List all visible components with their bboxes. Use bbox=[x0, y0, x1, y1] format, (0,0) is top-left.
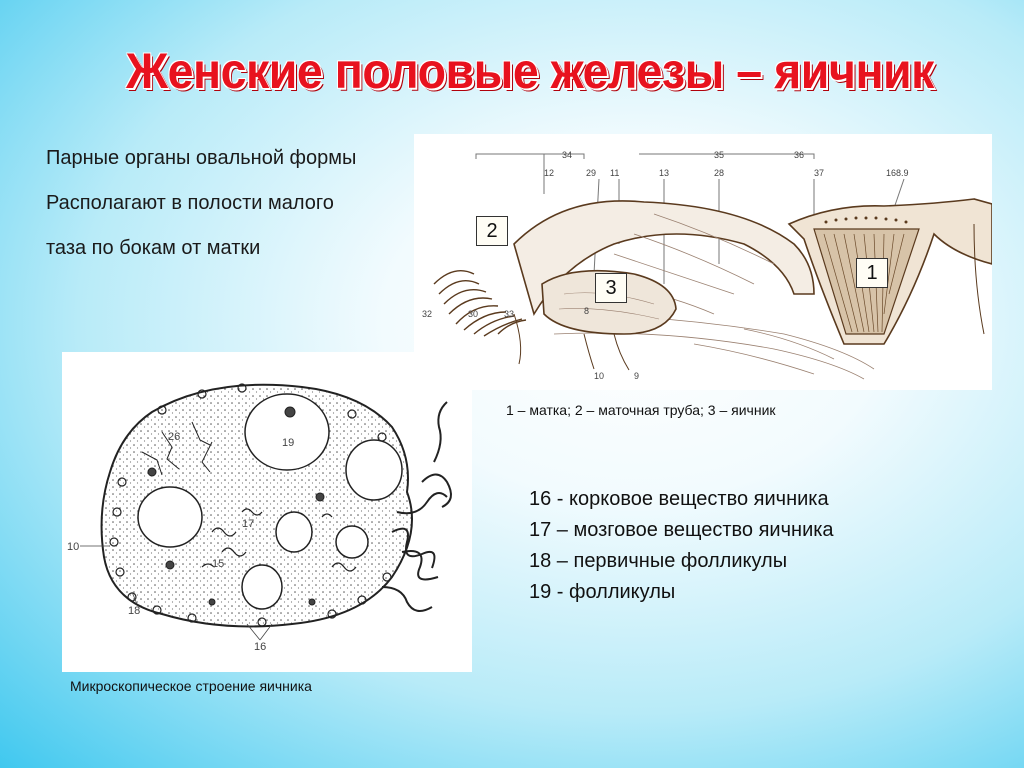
figure-number: 36 bbox=[794, 150, 804, 160]
figure-number: 29 bbox=[586, 168, 596, 178]
figure-number: 15 bbox=[212, 558, 224, 570]
figure-number: 18 bbox=[128, 605, 140, 617]
figure-number: 26 bbox=[168, 431, 180, 443]
figure-number: 37 bbox=[814, 168, 824, 178]
figure-number: 33 bbox=[504, 309, 514, 319]
legend-item: 16 - корковое вещество яичника bbox=[529, 488, 829, 510]
figure-number: 35 bbox=[714, 150, 724, 160]
figure-number: 28 bbox=[714, 168, 724, 178]
figure-number: 9 bbox=[634, 371, 639, 381]
figure-number: 12 bbox=[544, 168, 554, 178]
figure-number: 19 bbox=[282, 437, 294, 449]
intro-text: Парные органы овальной формы Располагают… bbox=[46, 144, 356, 279]
legend-item: 18 – первичные фолликулы bbox=[529, 550, 788, 572]
anatomy-drawing: 34 35 36 12 29 11 13 28 37 168.9 32 30 3… bbox=[422, 150, 992, 381]
figure-number: 11 bbox=[610, 168, 619, 178]
label-uterus: 1 bbox=[856, 258, 888, 288]
figure-number: 32 bbox=[422, 309, 432, 319]
figure-number: 17 bbox=[242, 518, 254, 530]
figure-number: 10 bbox=[594, 371, 604, 381]
label-ovary: 3 bbox=[595, 273, 627, 303]
intro-line: Располагают в полости малого bbox=[46, 192, 334, 214]
figure-number: 10 bbox=[67, 541, 79, 553]
legend: 16 - корковое вещество яичника 17 – мозг… bbox=[529, 485, 834, 609]
figure-number: 168.9 bbox=[886, 168, 909, 178]
micro-caption: Микроскопическое строение яичника bbox=[70, 678, 312, 694]
intro-line: таза по бокам от матки bbox=[46, 237, 261, 259]
legend-item: 17 – мозговое вещество яичника bbox=[529, 519, 834, 541]
figure-number: 13 bbox=[659, 168, 669, 178]
intro-line: Парные органы овальной формы bbox=[46, 147, 357, 169]
micro-drawing: 26 19 17 15 10 18 16 bbox=[67, 383, 452, 653]
micro-figure: 26 19 17 15 10 18 16 bbox=[62, 352, 472, 672]
figure-number: 30 bbox=[468, 309, 478, 319]
slide-title: Женские половые железы – яичник bbox=[126, 43, 934, 99]
figure-number: 8 bbox=[584, 306, 589, 316]
legend-item: 19 - фолликулы bbox=[529, 581, 676, 603]
anatomy-caption: 1 – матка; 2 – маточная труба; 3 – яични… bbox=[506, 402, 776, 418]
figure-number: 34 bbox=[562, 150, 572, 160]
figure-number: 16 bbox=[254, 641, 266, 653]
label-fallopian-tube: 2 bbox=[476, 216, 508, 246]
anatomy-figure: 34 35 36 12 29 11 13 28 37 168.9 32 30 3… bbox=[414, 134, 992, 390]
